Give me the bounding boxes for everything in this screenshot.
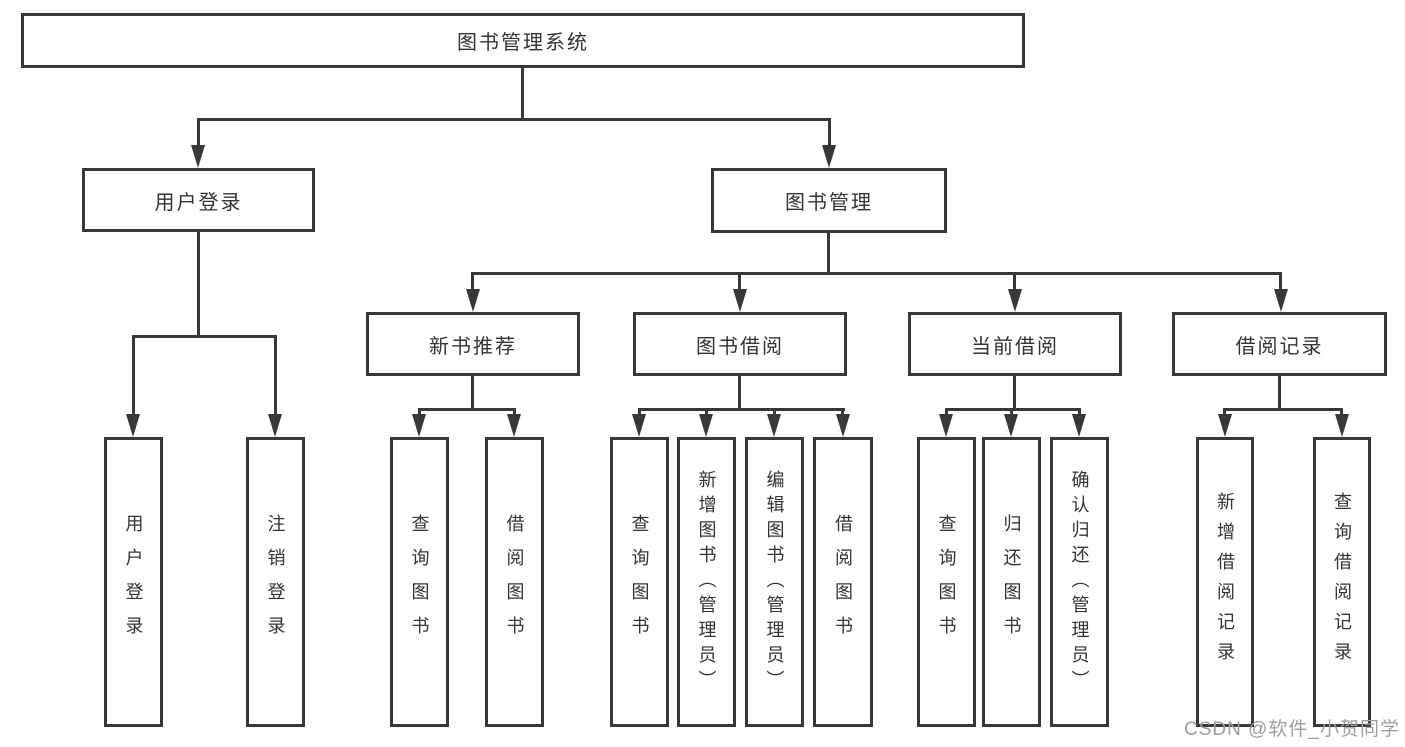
node-label: 图书借阅 [696, 335, 784, 358]
leaf-query-borrow-record: 查询借阅记录 [1313, 437, 1371, 727]
arrow-down-icon [1072, 414, 1086, 437]
connector-drop [738, 272, 741, 290]
connector-drop-book-mgmt [828, 118, 831, 146]
leaf-add-borrow-record: 新增借阅记录 [1196, 437, 1254, 727]
leaf-logout: 注销登录 [246, 437, 305, 727]
connector-drop [418, 408, 421, 417]
connector-drop [471, 272, 474, 290]
leaf-borrow-books-recommend: 借阅图书 [485, 437, 544, 727]
node-label: 当前借阅 [971, 335, 1059, 358]
csdn-watermark: CSDN @软件_小贺同学 [1184, 719, 1400, 740]
arrow-down-icon [822, 145, 836, 168]
arrow-down-icon [466, 289, 480, 312]
connector-userlogin-branch [132, 335, 277, 338]
node-label: 图书管理系统 [457, 32, 589, 54]
node-label: 新书推荐 [429, 335, 517, 358]
arrow-down-icon [1218, 414, 1232, 437]
arrow-down-icon [507, 414, 521, 437]
connector-branch [638, 408, 845, 411]
leaf-query-books-current: 查询图书 [917, 437, 976, 727]
leaf-query-books-recommend: 查询图书 [390, 437, 449, 727]
node-book-management: 图书管理 [711, 168, 947, 233]
arrow-down-icon [1335, 414, 1349, 437]
connector-stem [1278, 376, 1281, 408]
leaf-edit-book-admin: 编辑图书（管理员） [745, 437, 804, 727]
leaf-add-book-admin: 新增图书（管理员） [677, 437, 736, 727]
arrow-down-icon [1274, 289, 1288, 312]
node-label: 借阅记录 [1235, 335, 1324, 358]
arrow-down-icon [191, 145, 205, 168]
leaf-borrow-books-2: 借阅图书 [813, 437, 873, 727]
connector-drop [773, 408, 776, 417]
arrow-down-icon [939, 414, 953, 437]
connector-branch [945, 408, 1081, 411]
arrow-down-icon [632, 414, 646, 437]
connector-root-branch [197, 118, 831, 121]
arrow-down-icon [767, 414, 781, 437]
arrow-down-icon [412, 414, 426, 437]
connector-stem [1013, 376, 1016, 408]
connector-stem [471, 376, 474, 408]
leaf-return-book: 归还图书 [982, 437, 1041, 727]
connector-drop [1013, 272, 1016, 290]
arrow-down-icon [1004, 414, 1018, 437]
connector-branch [418, 408, 516, 411]
connector-branch [1223, 408, 1343, 411]
connector-bookmgmt-branch [471, 272, 1281, 275]
node-library-system-root: 图书管理系统 [21, 13, 1025, 68]
node-current-borrow: 当前借阅 [908, 312, 1122, 376]
connector-bookmgmt-stem [827, 233, 830, 272]
connector-stem [738, 376, 741, 408]
connector-drop [1340, 408, 1343, 417]
connector-drop [274, 335, 277, 415]
connector-drop [1010, 408, 1013, 417]
node-label: 用户登录 [154, 191, 243, 214]
arrow-down-icon [836, 414, 850, 437]
node-book-borrow: 图书借阅 [633, 312, 847, 376]
node-new-book-recommend: 新书推荐 [366, 312, 580, 376]
node-label: 图书管理 [785, 192, 873, 214]
arrow-down-icon [733, 289, 747, 312]
connector-drop [638, 408, 641, 417]
arrow-down-icon [126, 414, 140, 437]
connector-drop [1223, 408, 1226, 417]
connector-userlogin-stem [197, 232, 200, 335]
leaf-user-login: 用户登录 [104, 437, 163, 727]
node-user-login: 用户登录 [82, 168, 315, 232]
node-borrow-records: 借阅记录 [1172, 312, 1387, 376]
connector-drop [945, 408, 948, 417]
connector-drop [841, 408, 844, 417]
connector-drop [513, 408, 516, 417]
arrow-down-icon [268, 414, 282, 437]
arrow-down-icon [699, 414, 713, 437]
leaf-confirm-return-admin: 确认归还（管理员） [1050, 437, 1109, 727]
connector-drop-user-login [197, 118, 200, 146]
connector-root-stem [521, 68, 524, 118]
connector-drop [705, 408, 708, 417]
connector-drop [132, 335, 135, 415]
arrow-down-icon [1008, 289, 1022, 312]
connector-drop [1279, 272, 1282, 290]
connector-drop [1078, 408, 1081, 417]
leaf-query-books-borrow: 查询图书 [610, 437, 669, 727]
